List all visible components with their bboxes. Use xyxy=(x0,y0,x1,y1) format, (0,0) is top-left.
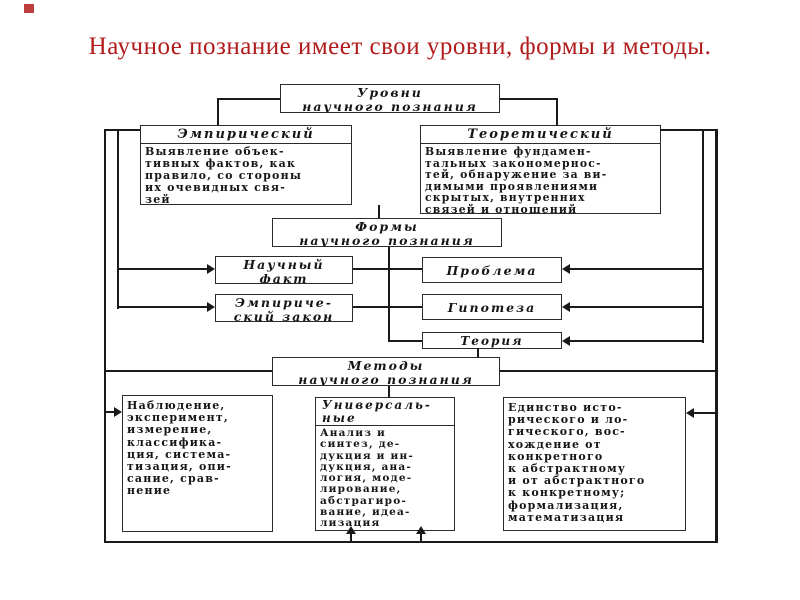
spine-forms-central xyxy=(388,247,390,342)
connector-methods-to-universal xyxy=(388,386,390,397)
scientific-fact-box: Научный факт xyxy=(215,256,353,284)
empirical-law-box: Эмпириче- ский закон xyxy=(215,294,353,322)
hypothesis-box: Гипотеза xyxy=(422,294,562,320)
connector-theoretical-to-rails xyxy=(660,129,717,131)
rail-right-inner xyxy=(702,129,704,343)
hypothesis-label: Гипотеза xyxy=(447,300,537,316)
connector-methods-right xyxy=(500,370,717,372)
connector-fact-to-spine xyxy=(353,268,390,270)
universal-methods-box: Универсаль- ные Анализ и синтез, де- дук… xyxy=(315,397,455,531)
hypothesis-arrow-left-icon xyxy=(562,302,570,312)
problem-box: Проблема xyxy=(422,257,562,283)
forms-header-label: Формы научного познания xyxy=(299,219,475,247)
empirical-methods-text: Наблюдение, эксперимент, измерение, клас… xyxy=(127,399,232,498)
connector-levels-right-drop xyxy=(556,98,558,125)
connector-rail-to-law xyxy=(117,306,209,308)
connector-rail-to-empirical-methods xyxy=(104,411,116,413)
connector-spine-to-theory xyxy=(388,340,422,342)
methods-header-box: Методы научного познания xyxy=(272,357,500,386)
universal-methods-title: Универсаль- ные xyxy=(316,398,454,426)
connector-spine-to-hypothesis xyxy=(388,306,422,308)
rail-left-outer xyxy=(104,129,106,543)
universal-methods-text: Анализ и синтез, де- дукция и ин- дукция… xyxy=(320,427,414,530)
theory-box: Теория xyxy=(422,332,562,349)
rail-left-inner xyxy=(117,129,119,309)
methods-header-label: Методы научного познания xyxy=(298,358,474,386)
connector-rail-to-problem xyxy=(570,268,703,270)
connector-bottom-right-up xyxy=(420,533,422,542)
empirical-law-label: Эмпириче- ский закон xyxy=(233,295,335,322)
connector-levels-left xyxy=(217,98,280,100)
empirical-level-box: Эмпирический Выявление объек- тивных фак… xyxy=(140,125,352,205)
connector-empirical-to-rails xyxy=(104,129,140,131)
theoretical-methods-arrow-left-icon xyxy=(686,408,694,418)
empirical-level-text: Выявление объек- тивных фактов, как прав… xyxy=(145,145,303,205)
theoretical-methods-text: Единство исто- рического и ло- гического… xyxy=(508,401,646,524)
problem-label: Проблема xyxy=(446,263,538,279)
connector-spine-to-problem xyxy=(388,268,422,270)
problem-arrow-left-icon xyxy=(562,264,570,274)
rail-right-outer xyxy=(715,129,718,543)
levels-header-box: Уровни научного познания xyxy=(280,84,500,113)
fact-arrow-right-icon xyxy=(207,264,215,274)
connector-methods-left xyxy=(104,370,272,372)
theoretical-methods-box: Единство исто- рического и ло- гического… xyxy=(503,397,686,531)
connector-rail-to-hypothesis xyxy=(570,306,703,308)
connector-forms-stub xyxy=(378,205,380,218)
connector-theory-to-methods xyxy=(477,348,479,357)
connector-rail-to-theoretical-methods xyxy=(694,412,717,414)
slide-corner-mark xyxy=(24,4,34,13)
levels-header-label: Уровни научного познания xyxy=(302,85,478,113)
empirical-methods-box: Наблюдение, эксперимент, измерение, клас… xyxy=(122,395,273,532)
slide-title: Научное познание имеет свои уровни, форм… xyxy=(88,33,712,60)
theoretical-level-box: Теоретический Выявление фундамен- тальны… xyxy=(420,125,661,214)
empirical-level-title: Эмпирический xyxy=(141,126,351,144)
connector-levels-left-drop xyxy=(217,98,219,125)
connector-rail-to-fact xyxy=(117,268,209,270)
forms-header-box: Формы научного познания xyxy=(272,218,502,247)
theoretical-level-title: Теоретический xyxy=(421,126,660,144)
connector-law-to-spine xyxy=(353,306,390,308)
theoretical-level-text: Выявление фундамен- тальных закономернос… xyxy=(425,145,608,214)
law-arrow-right-icon xyxy=(207,302,215,312)
rail-bottom xyxy=(104,541,718,543)
empirical-methods-arrow-right-icon xyxy=(114,407,122,417)
connector-levels-right xyxy=(500,98,558,100)
theory-arrow-left-icon xyxy=(562,336,570,346)
universal-left-arrow-up-icon xyxy=(346,526,356,534)
theory-label: Теория xyxy=(460,333,524,348)
connector-rail-to-theory xyxy=(570,340,703,342)
scientific-fact-label: Научный факт xyxy=(243,257,325,284)
connector-bottom-left-up xyxy=(350,533,352,542)
universal-right-arrow-up-icon xyxy=(416,526,426,534)
